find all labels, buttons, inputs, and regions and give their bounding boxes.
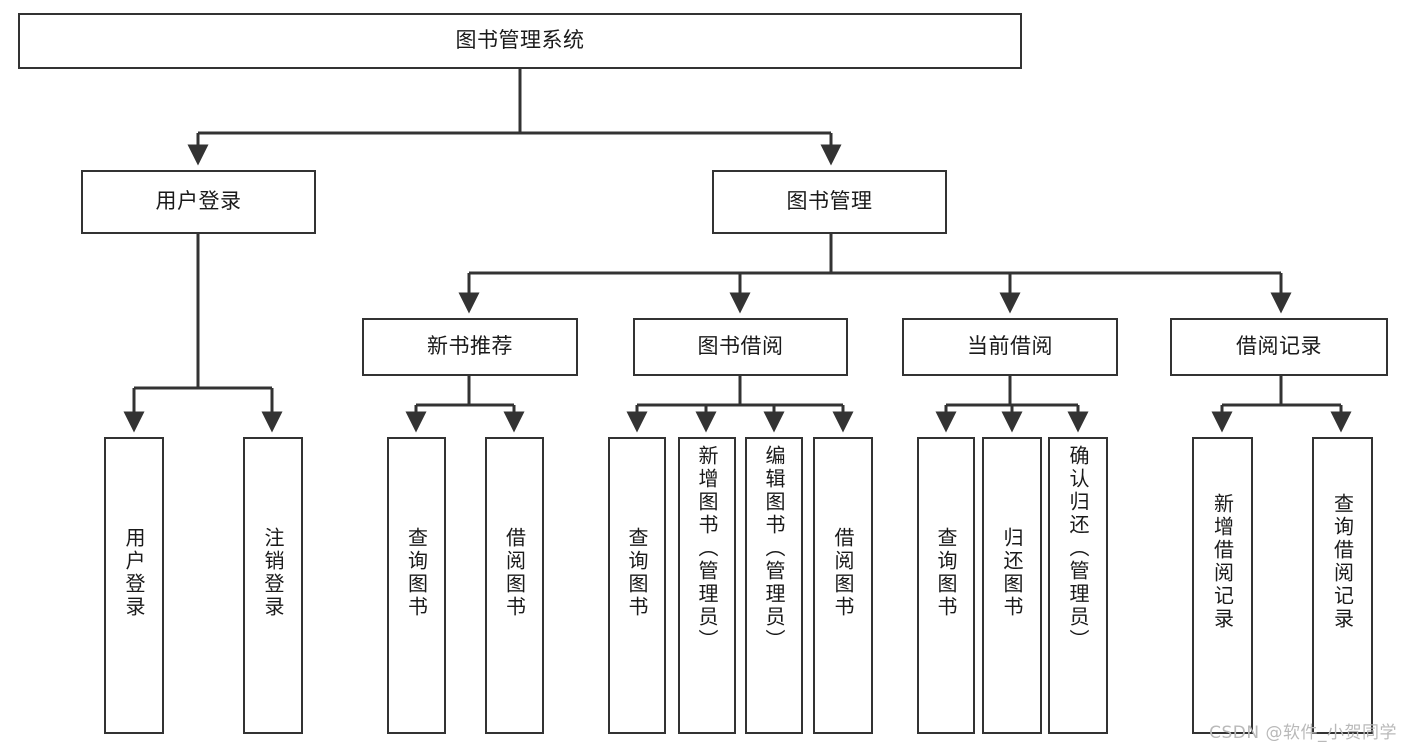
node-label: 查询图书 — [404, 527, 429, 619]
node-leaf-edit-book-admin[interactable]: 编辑图书（管理员） — [745, 437, 803, 734]
node-label: 归还图书 — [1000, 527, 1024, 619]
node-label: 图书管理 — [786, 189, 873, 214]
node-leaf-add-borrow-record[interactable]: 新增借阅记录 — [1192, 437, 1253, 734]
node-label: 编辑图书（管理员） — [762, 445, 786, 652]
node-label: 确认归还（管理员） — [1066, 445, 1090, 652]
node-current-borrowing[interactable]: 当前借阅 — [902, 318, 1118, 376]
node-leaf-user-login[interactable]: 用户登录 — [104, 437, 164, 734]
node-label: 图书管理系统 — [455, 28, 585, 53]
node-leaf-query-books-new[interactable]: 查询图书 — [387, 437, 446, 734]
node-label: 新增图书（管理员） — [695, 445, 719, 652]
node-label: 查询借阅记录 — [1330, 493, 1355, 631]
node-label: 查询图书 — [934, 527, 958, 619]
node-leaf-query-books-borrow[interactable]: 查询图书 — [608, 437, 666, 734]
node-label: 借阅图书 — [831, 527, 855, 619]
watermark-text: CSDN @软件_小贺同学 — [1209, 723, 1397, 743]
node-user-login[interactable]: 用户登录 — [81, 170, 316, 234]
node-leaf-borrow-books[interactable]: 借阅图书 — [813, 437, 873, 734]
node-leaf-confirm-return-admin[interactable]: 确认归还（管理员） — [1048, 437, 1108, 734]
node-label: 新书推荐 — [427, 334, 513, 359]
node-leaf-add-book-admin[interactable]: 新增图书（管理员） — [678, 437, 736, 734]
node-label: 用户登录 — [122, 527, 146, 619]
node-label: 注销登录 — [261, 527, 285, 619]
node-new-book-recommendation[interactable]: 新书推荐 — [362, 318, 578, 376]
node-leaf-query-books-current[interactable]: 查询图书 — [917, 437, 975, 734]
node-book-management[interactable]: 图书管理 — [712, 170, 947, 234]
node-root-book-management-system[interactable]: 图书管理系统 — [18, 13, 1022, 69]
node-leaf-logout[interactable]: 注销登录 — [243, 437, 303, 734]
node-label: 当前借阅 — [967, 334, 1053, 359]
node-label: 查询图书 — [625, 527, 649, 619]
node-borrowing-records[interactable]: 借阅记录 — [1170, 318, 1388, 376]
node-leaf-return-books[interactable]: 归还图书 — [982, 437, 1042, 734]
node-label: 借阅图书 — [502, 527, 527, 619]
node-label: 新增借阅记录 — [1210, 493, 1235, 631]
node-book-borrowing[interactable]: 图书借阅 — [633, 318, 848, 376]
node-leaf-borrow-books-new[interactable]: 借阅图书 — [485, 437, 544, 734]
node-label: 借阅记录 — [1236, 334, 1322, 359]
node-label: 用户登录 — [155, 189, 242, 214]
node-leaf-query-borrow-record[interactable]: 查询借阅记录 — [1312, 437, 1373, 734]
node-label: 图书借阅 — [697, 334, 784, 359]
